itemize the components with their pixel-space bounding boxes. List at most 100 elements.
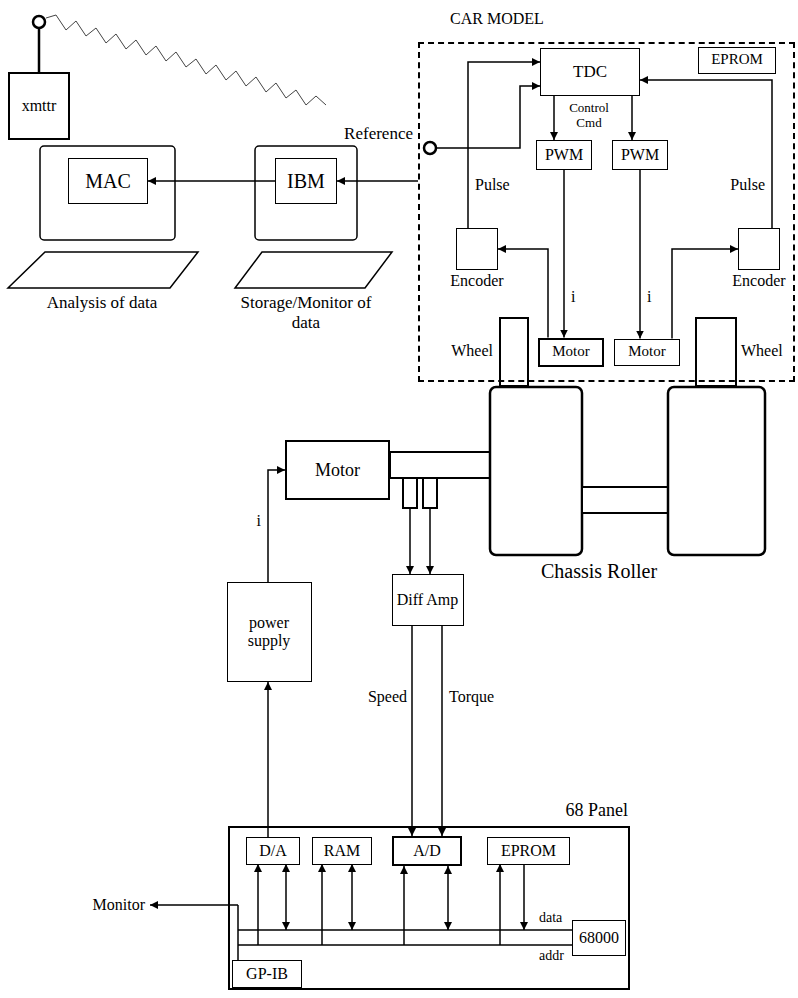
keyboard-outline bbox=[235, 252, 392, 288]
bus-arrow bbox=[447, 866, 449, 930]
power-supply-box: power supply bbox=[227, 582, 312, 682]
part-label: Wheel bbox=[450, 342, 494, 360]
signal-label: Pulse bbox=[729, 176, 766, 194]
heading-text: Encoder bbox=[732, 272, 785, 290]
signal-label: i bbox=[646, 288, 652, 306]
antenna-mast bbox=[38, 29, 41, 72]
signal-arrow bbox=[411, 626, 413, 836]
signal-arrow bbox=[563, 170, 565, 338]
box-text: Motor bbox=[315, 460, 360, 481]
box-text: GP-IB bbox=[246, 965, 288, 983]
heading-text: 68 Panel bbox=[566, 800, 629, 821]
motor-box: Motor bbox=[285, 440, 390, 500]
signal-label: i bbox=[570, 288, 576, 306]
bus-arrow bbox=[321, 864, 323, 945]
addr-bus bbox=[238, 944, 572, 946]
radio-link bbox=[46, 15, 326, 105]
screen-box: IBM bbox=[275, 158, 337, 204]
amplifier-box: Diff Amp bbox=[392, 574, 464, 626]
box-text: RAM bbox=[324, 842, 360, 860]
antenna-tip bbox=[33, 16, 45, 28]
box-text: Diff Amp bbox=[397, 591, 458, 609]
signal-label: Pulse bbox=[474, 176, 511, 194]
roller-shaft bbox=[582, 487, 668, 513]
memory-box: RAM bbox=[312, 837, 372, 865]
bus-label: data bbox=[538, 910, 563, 926]
data-bus bbox=[238, 929, 572, 931]
box-text: PWM bbox=[621, 146, 659, 164]
part-label: Chassis Roller bbox=[540, 560, 658, 583]
box-text: D/A bbox=[259, 842, 287, 860]
box-text: A/D bbox=[413, 842, 441, 860]
box-text: PWM bbox=[545, 146, 583, 164]
box-text: Motor bbox=[552, 343, 590, 360]
signal-arrow bbox=[268, 470, 285, 582]
signal-arrow bbox=[631, 96, 633, 140]
bus-line bbox=[237, 905, 239, 960]
signal-label: Monitor bbox=[92, 896, 146, 914]
signal-label: i bbox=[256, 512, 262, 530]
driver-box: PWM bbox=[612, 140, 668, 170]
controller-box: TDC bbox=[540, 48, 640, 96]
region-box: TDCEPROMPWMPWMEncoderEncoderMotorMotorCA… bbox=[418, 42, 795, 382]
box-text: Motor bbox=[628, 343, 666, 360]
signal-arrow bbox=[553, 96, 555, 140]
bus-arrow bbox=[351, 864, 353, 930]
signal-arrow bbox=[267, 682, 269, 837]
encoder-box: Encoder bbox=[738, 228, 780, 270]
encoder-box: Encoder bbox=[456, 228, 498, 270]
bus-arrow bbox=[285, 864, 287, 930]
signal-arrow bbox=[441, 626, 443, 836]
signal-arrow bbox=[337, 180, 418, 182]
signal-arrow bbox=[498, 249, 548, 338]
signal-arrow bbox=[639, 170, 641, 339]
motor-box: Motor bbox=[538, 338, 604, 367]
box-text: power supply bbox=[232, 614, 307, 651]
monitor-outline bbox=[40, 146, 175, 240]
wheel-shape bbox=[500, 318, 528, 386]
monitor-outline bbox=[255, 146, 357, 240]
box-text: IBM bbox=[287, 170, 325, 193]
roller-drum bbox=[668, 387, 765, 555]
box-text: EPROM bbox=[711, 51, 763, 68]
sensor-wire bbox=[429, 508, 431, 574]
bus-arrow bbox=[403, 866, 405, 945]
signal-label: Torque bbox=[448, 688, 495, 706]
wheel-shape bbox=[696, 318, 736, 386]
part-label: Wheel bbox=[740, 342, 784, 360]
caption-label: Storage/Monitor of data bbox=[235, 293, 377, 332]
box-text: 68000 bbox=[579, 929, 619, 947]
bus-label: addr bbox=[538, 948, 565, 964]
signal-label: Speed bbox=[367, 688, 408, 706]
caption-label: Analysis of data bbox=[46, 293, 158, 313]
signal-arrow bbox=[148, 180, 275, 182]
bus-arrow bbox=[523, 864, 525, 930]
sensor-shape bbox=[423, 478, 437, 508]
heading-text: CAR MODEL bbox=[450, 10, 544, 28]
interface-box: GP-IB bbox=[232, 960, 302, 988]
driver-box: PWM bbox=[536, 140, 592, 170]
sensor-wire bbox=[409, 508, 411, 574]
reference-wire bbox=[436, 86, 540, 148]
bus-arrow bbox=[257, 864, 259, 945]
heading-text: Encoder bbox=[450, 272, 503, 290]
keyboard-outline bbox=[8, 252, 198, 288]
cpu-box: 68000 bbox=[572, 920, 626, 956]
sensor-shape bbox=[403, 478, 417, 508]
signal-label: Control Cmd bbox=[562, 101, 616, 131]
box-text: xmttr bbox=[22, 97, 57, 115]
memory-box: EPROM bbox=[698, 47, 776, 74]
roller-drum bbox=[490, 387, 582, 555]
drive-shaft bbox=[390, 452, 492, 478]
transmitter-box: xmttr bbox=[8, 72, 70, 140]
converter-box: D/A bbox=[246, 837, 300, 865]
converter-box: A/D bbox=[392, 836, 462, 866]
signal-arrow bbox=[672, 249, 738, 339]
terminal-label: Reference bbox=[343, 124, 414, 144]
bus-arrow bbox=[499, 864, 501, 945]
reference-terminal bbox=[424, 142, 436, 154]
box-text: TDC bbox=[573, 62, 607, 82]
monitor-arrow bbox=[150, 904, 238, 906]
box-text: EPROM bbox=[501, 842, 556, 860]
panel-box: D/ARAMA/DEPROM68000GP-IB68 Panel bbox=[228, 826, 630, 990]
